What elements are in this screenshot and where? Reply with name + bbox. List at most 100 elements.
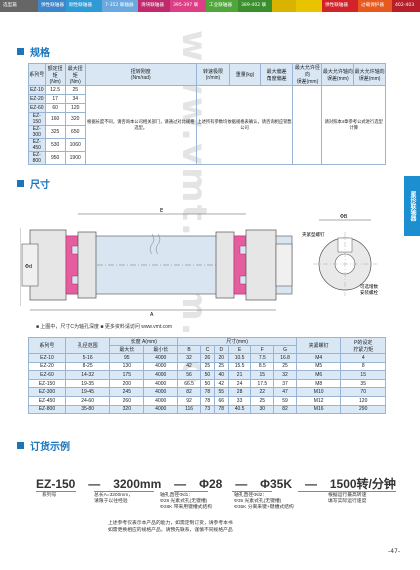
dim-cell: 200: [109, 378, 145, 389]
spec-cell: 25: [64, 85, 86, 95]
heading-square-icon: [17, 442, 24, 449]
dim-cell: 25: [273, 361, 297, 372]
label-phi-b: ΦB: [340, 214, 348, 220]
nav-tab-11[interactable]: 过载保护器: [358, 0, 392, 12]
spec-cell: 120: [64, 103, 86, 113]
spec-cell: 320: [64, 112, 86, 126]
spec-cell: EZ-20: [28, 94, 46, 104]
nav-tab-4[interactable]: 滑块联轴器: [138, 0, 170, 12]
dim-cell: 35: [340, 378, 386, 389]
dim-cell: 66.5: [177, 378, 201, 389]
dim-cell: 32: [177, 353, 201, 363]
dim-cell: EZ-150: [28, 378, 66, 389]
dim-cell: 37: [273, 378, 297, 389]
spec-cell: 950: [44, 151, 66, 165]
dim-cell: 8: [340, 361, 386, 372]
label-a: A: [150, 312, 154, 318]
dim-header-11: P的设定 拧紧力矩: [340, 337, 386, 354]
dim-cell: 4000: [143, 361, 179, 372]
dim-cell: 50: [199, 378, 215, 389]
underline: [298, 491, 396, 492]
side-tab-star-coupling[interactable]: 星形联轴器: [404, 176, 420, 236]
dim-cell: 30: [250, 404, 275, 415]
coupling-drawing: Φd A E ΦB 夹紧型螺钉 可选增数安装螺栓: [20, 208, 378, 318]
dim-cell: 15: [250, 370, 275, 380]
spec-cell: 17: [44, 94, 66, 104]
dim-cell: 40.5: [227, 404, 252, 415]
label-e: E: [160, 208, 163, 214]
dim-cell: 24-60: [64, 395, 111, 406]
dim-header-4: 尺寸(mm): [177, 337, 297, 346]
spec-cell: EZ-300: [28, 125, 46, 139]
dim-cell: 4: [340, 353, 386, 363]
dim-cell: 15.5: [227, 361, 252, 372]
nav-tab-0[interactable]: 选型篇: [0, 0, 38, 12]
page-number: -47-: [388, 548, 400, 555]
nav-tab-3[interactable]: 7-352 联轴器: [102, 0, 138, 12]
dim-header-10: 夹紧螺钉: [295, 337, 342, 354]
dim-subheader-7: E: [227, 345, 252, 354]
order-part-3: —: [174, 477, 187, 491]
dim-cell: 4000: [143, 370, 179, 380]
spec-header-1: 额定扭矩 (Nm): [44, 63, 66, 86]
section-heading-dimensions: 尺寸: [17, 176, 50, 191]
dim-cell: 120: [340, 395, 386, 406]
nav-tab-10[interactable]: 弹性联轴器: [322, 0, 358, 12]
dim-cell: 175: [109, 370, 145, 380]
order-desc-rpm: 根据运行最高转速 填写实际运行速度: [328, 493, 367, 504]
dim-cell: 116: [177, 404, 201, 415]
underline: [94, 491, 154, 492]
order-example: EZ-150—3200mm—Φ28—Φ35K—1500转/分钟 系列号 总长A=…: [36, 475, 396, 510]
dim-cell: 8-25: [64, 361, 111, 372]
nav-tab-7[interactable]: 389-402 联: [238, 0, 272, 12]
dim-cell: 10.5: [227, 353, 252, 363]
order-part-8: 1500转/分钟: [329, 477, 396, 491]
dim-cell: 82: [177, 387, 201, 397]
label-screw: 可选增数安装螺栓: [360, 283, 378, 296]
underline: [232, 491, 272, 492]
spec-cell: 530: [44, 138, 66, 152]
section-heading-order: 订货示例: [17, 438, 70, 453]
spec-table: 系列号额定扭矩 (Nm)最大扭矩 (Nm)扭转刚度 (Nm/rad)转速极限 (…: [28, 63, 386, 165]
dim-header-2: 长度 A(mm): [109, 337, 179, 346]
order-desc-length: 总长A=3200mm， 请限于以往经验: [94, 493, 134, 504]
dim-cell: 4000: [143, 404, 179, 415]
nav-tab-12[interactable]: 402-403: [392, 0, 420, 12]
spec-note-formula: 请对照本4章参考公式进行选型计算: [321, 85, 386, 165]
nav-tab-5[interactable]: 395-397 联: [170, 0, 206, 12]
dim-cell: 50: [199, 370, 215, 380]
spec-cell: 1060: [64, 138, 86, 152]
nav-tab-8[interactable]: [272, 0, 296, 12]
spec-note-general: 上述所有参数均依据规格表确认，请咨询相应销售公司: [195, 85, 294, 165]
dim-cell: 16.8: [273, 353, 297, 363]
dim-cell: 42: [177, 361, 201, 372]
dim-cell: 92: [177, 395, 201, 406]
dim-subheader-9: G: [273, 345, 297, 354]
nav-tab-2[interactable]: 刚性联轴器: [66, 0, 102, 12]
spec-cell: EZ-10: [28, 85, 46, 95]
nav-tab-1[interactable]: 弹性联轴器: [38, 0, 66, 12]
spec-cell: EZ-800: [28, 151, 46, 165]
dim-cell: EZ-450: [28, 395, 66, 406]
nav-tab-6[interactable]: 工业联轴器: [206, 0, 238, 12]
dimension-note: ■ 上图中，尺寸C为轴孔深度 ■ 更多资料请访问 www.vmt.com: [36, 324, 173, 330]
dim-cell: 66: [213, 395, 229, 406]
spec-header-4: 转速极限 (r/min): [195, 63, 231, 86]
dim-cell: 95: [109, 353, 145, 363]
section-heading-spec: 规格: [17, 44, 50, 59]
underline: [36, 491, 76, 492]
dim-cell: 47: [273, 387, 297, 397]
spec-cell: 160: [44, 112, 66, 126]
nav-tab-9[interactable]: [296, 0, 322, 12]
order-part-1: —: [88, 477, 101, 491]
order-part-0: EZ-150: [36, 477, 76, 491]
dim-cell: 78: [199, 395, 215, 406]
dim-cell: EZ-10: [28, 353, 66, 363]
spec-cell: EZ-450: [28, 138, 46, 152]
